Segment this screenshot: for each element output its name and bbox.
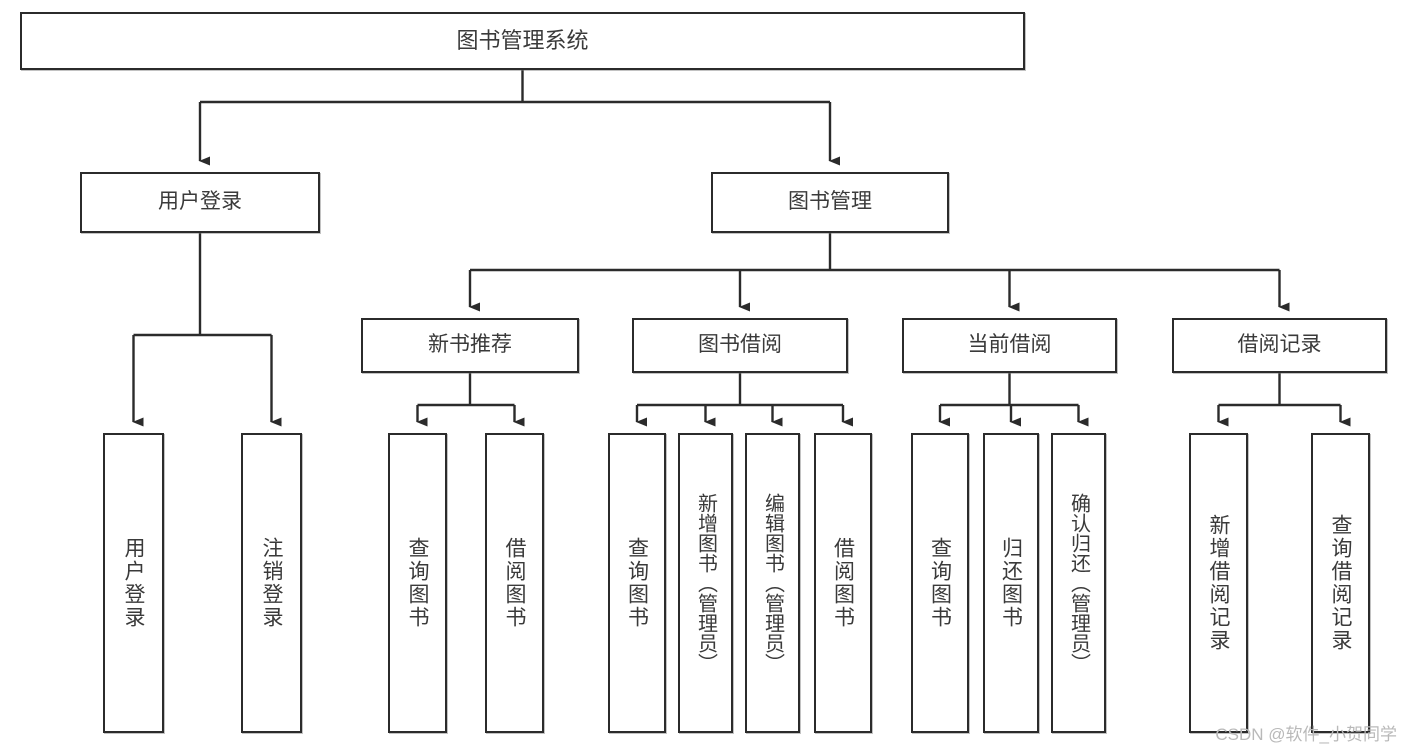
node-current-borrow[interactable]: 当前借阅 — [902, 318, 1117, 373]
node-label-leaf-query-book-recommend: 查询图书 — [406, 537, 429, 629]
node-leaf-query-record[interactable]: 查询借阅记录 — [1311, 433, 1370, 733]
node-label-leaf-edit-book: 编辑图书（管理员） — [761, 493, 784, 673]
node-book-borrow[interactable]: 图书借阅 — [632, 318, 848, 373]
node-label-leaf-confirm-return: 确认归还（管理员） — [1067, 493, 1090, 673]
node-label-current-borrow: 当前借阅 — [967, 333, 1052, 357]
node-new-book-recommend[interactable]: 新书推荐 — [361, 318, 579, 373]
node-user-login[interactable]: 用户登录 — [80, 172, 320, 233]
node-label-leaf-user-login: 用户登录 — [122, 537, 145, 629]
node-label-leaf-borrow-book-recommend: 借阅图书 — [503, 537, 526, 629]
node-label-leaf-add-book: 新增图书（管理员） — [694, 493, 717, 673]
node-label-user-login: 用户登录 — [158, 190, 242, 214]
node-label-leaf-return-book: 归还图书 — [999, 537, 1023, 629]
node-label-leaf-query-book-borrow: 查询图书 — [625, 537, 649, 629]
node-leaf-borrow-book-recommend[interactable]: 借阅图书 — [485, 433, 544, 733]
node-label-new-book-recommend: 新书推荐 — [428, 333, 512, 357]
node-label-book-manage: 图书管理 — [788, 190, 872, 214]
node-leaf-add-book[interactable]: 新增图书（管理员） — [678, 433, 733, 733]
node-leaf-logout[interactable]: 注销登录 — [241, 433, 302, 733]
node-root[interactable]: 图书管理系统 — [20, 12, 1025, 70]
node-leaf-query-book-borrow[interactable]: 查询图书 — [608, 433, 666, 733]
watermark-text: CSDN @软件_小贺同学 — [1215, 725, 1397, 744]
node-leaf-confirm-return[interactable]: 确认归还（管理员） — [1051, 433, 1106, 733]
node-label-leaf-query-record: 查询借阅记录 — [1329, 514, 1352, 652]
node-leaf-edit-book[interactable]: 编辑图书（管理员） — [745, 433, 800, 733]
node-leaf-add-record[interactable]: 新增借阅记录 — [1189, 433, 1248, 733]
node-label-leaf-logout: 注销登录 — [260, 537, 283, 629]
node-label-leaf-add-record: 新增借阅记录 — [1207, 514, 1230, 652]
node-borrow-record[interactable]: 借阅记录 — [1172, 318, 1387, 373]
node-leaf-query-book-recommend[interactable]: 查询图书 — [388, 433, 447, 733]
node-book-manage[interactable]: 图书管理 — [711, 172, 949, 233]
node-label-borrow-record: 借阅记录 — [1237, 333, 1322, 357]
node-label-root: 图书管理系统 — [456, 28, 589, 54]
node-label-book-borrow: 图书借阅 — [698, 333, 782, 357]
node-leaf-return-book[interactable]: 归还图书 — [983, 433, 1039, 733]
connector-lines — [132, 70, 1351, 427]
node-leaf-query-book-current[interactable]: 查询图书 — [911, 433, 969, 733]
node-label-leaf-borrow-book: 借阅图书 — [831, 537, 855, 629]
node-label-leaf-query-book-current: 查询图书 — [928, 537, 952, 629]
node-leaf-user-login[interactable]: 用户登录 — [103, 433, 164, 733]
node-leaf-borrow-book[interactable]: 借阅图书 — [814, 433, 872, 733]
